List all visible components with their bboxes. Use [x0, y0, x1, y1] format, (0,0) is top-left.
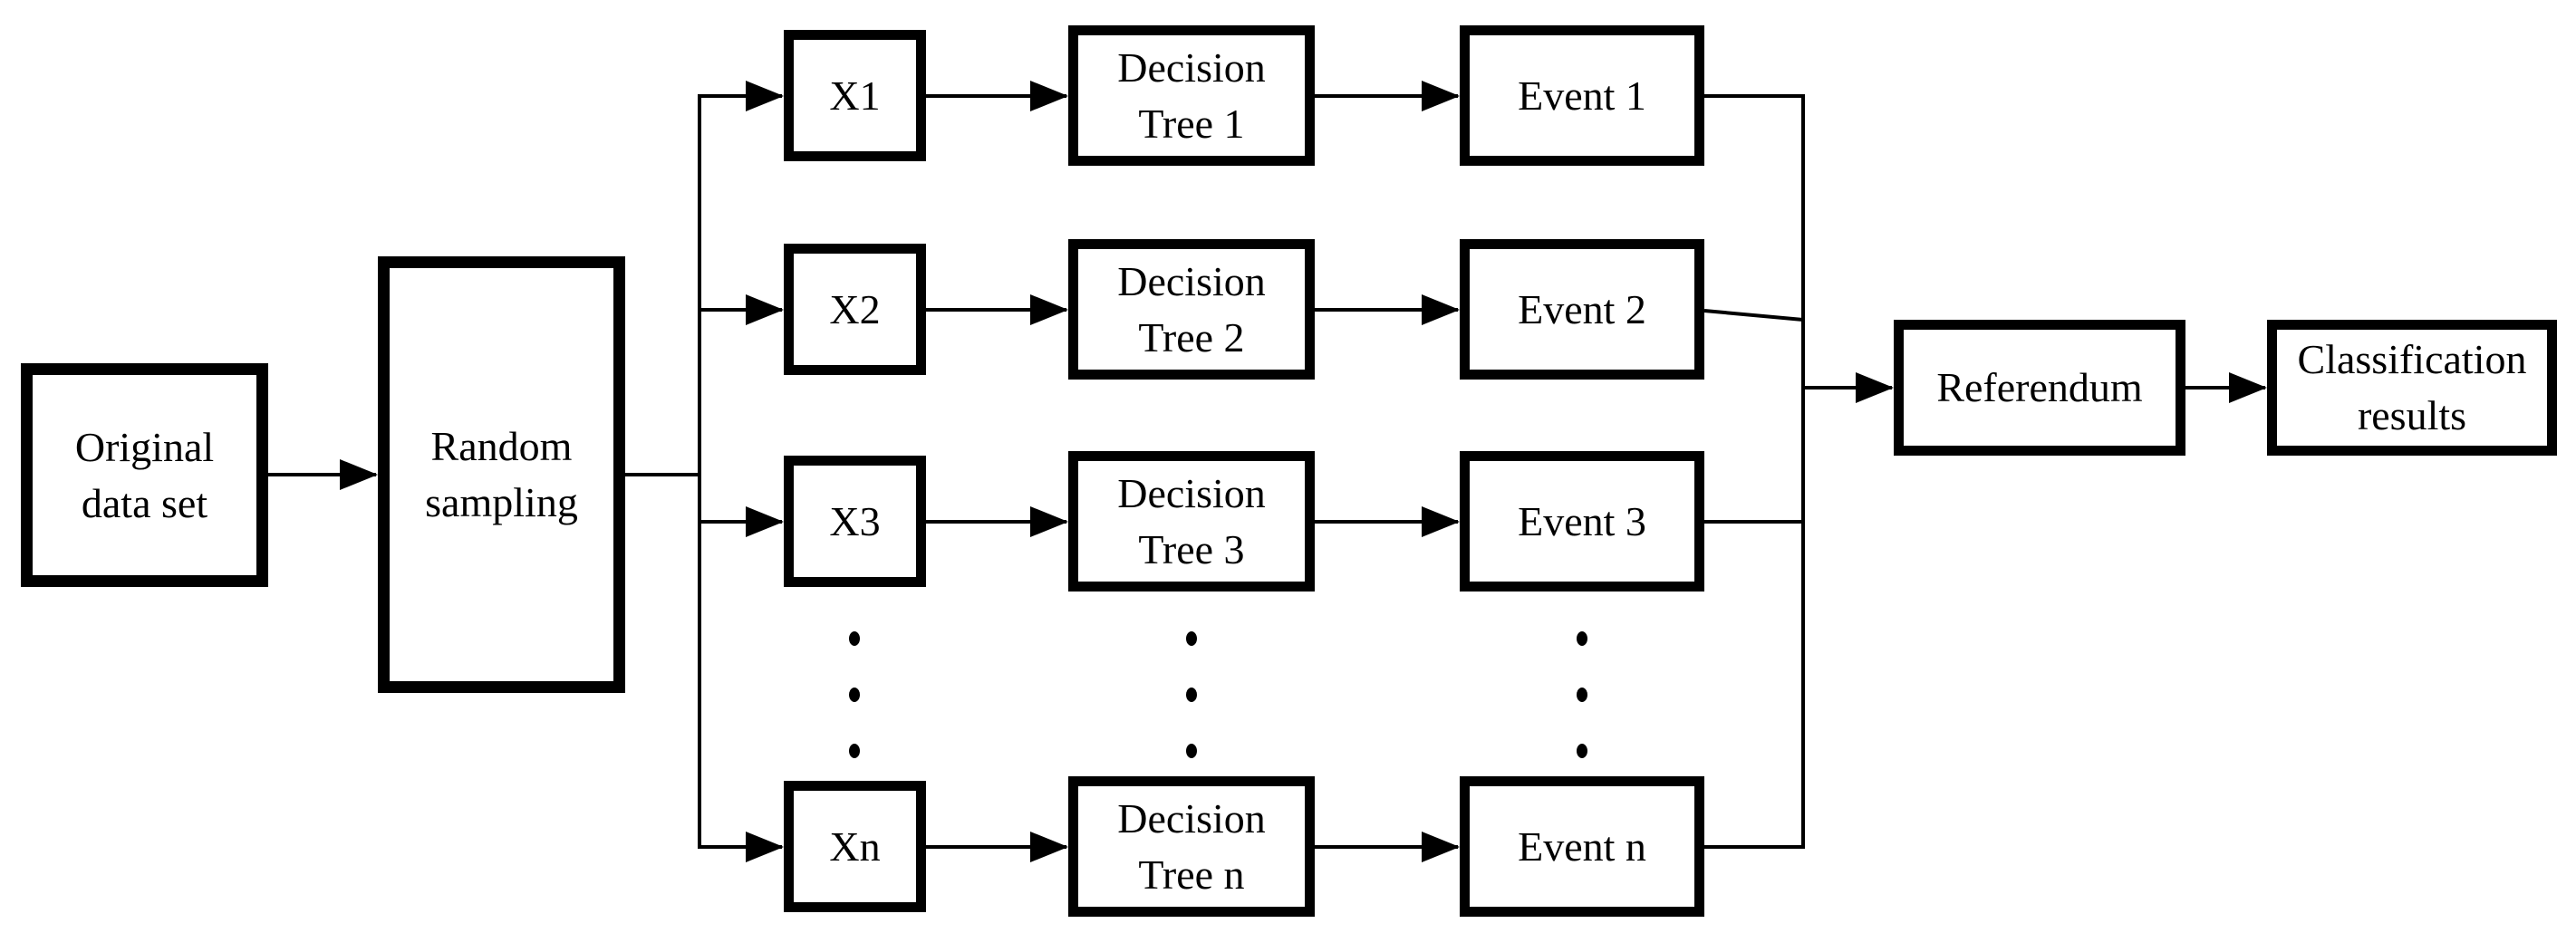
node-label: Event 3	[1518, 497, 1646, 544]
node-x1: X1	[784, 30, 926, 161]
node-xn: Xn	[784, 781, 926, 912]
node-label: Event 2	[1518, 285, 1646, 332]
node-decision-tree-2: Decision Tree 2	[1068, 239, 1315, 380]
node-label-line: Decision	[1117, 257, 1266, 304]
node-decision-tree-3: Decision Tree 3	[1068, 451, 1315, 592]
node-label-line: results	[2357, 392, 2467, 438]
node-label-line: data set	[81, 479, 208, 526]
node-label-line: Classification	[2297, 336, 2527, 382]
node-event-n: Event n	[1460, 776, 1704, 917]
node-label: Xn	[829, 822, 881, 870]
node-random-sampling: Random sampling	[378, 256, 625, 693]
node-label: Event 1	[1518, 72, 1646, 119]
node-label-line: Random	[430, 423, 573, 469]
node-label-line: Decision	[1117, 43, 1266, 91]
node-x2: X2	[784, 244, 926, 375]
ellipsis-dots-tree-column	[1186, 631, 1197, 758]
node-label: X2	[829, 285, 881, 332]
node-label-line: Tree n	[1138, 851, 1245, 898]
node-label-line: Decision	[1117, 794, 1266, 842]
node-label-line: Tree 3	[1138, 525, 1245, 572]
node-label: Referendum	[1936, 364, 2143, 410]
node-label-line: Original	[74, 423, 215, 470]
node-referendum: Referendum	[1894, 320, 2185, 456]
node-event-2: Event 2	[1460, 239, 1704, 380]
node-label-line: sampling	[425, 479, 578, 525]
node-label-line: Decision	[1117, 469, 1266, 516]
node-original-data-set: Original data set	[21, 363, 268, 587]
node-classification-results: Classification results	[2267, 320, 2557, 456]
node-label-line: Tree 1	[1138, 100, 1245, 147]
node-x3: X3	[784, 456, 926, 587]
node-decision-tree-1: Decision Tree 1	[1068, 25, 1315, 166]
edge-event2-to-collector	[1703, 309, 1804, 322]
node-label-line: Tree 2	[1138, 313, 1245, 361]
node-label: Event n	[1518, 822, 1646, 870]
ellipsis-dots-event-column	[1577, 631, 1587, 758]
node-event-3: Event 3	[1460, 451, 1704, 592]
node-label: X3	[829, 497, 881, 544]
node-decision-tree-n: Decision Tree n	[1068, 776, 1315, 917]
ellipsis-dots-sample-column	[849, 631, 860, 758]
node-label: X1	[829, 72, 881, 119]
node-event-1: Event 1	[1460, 25, 1704, 166]
